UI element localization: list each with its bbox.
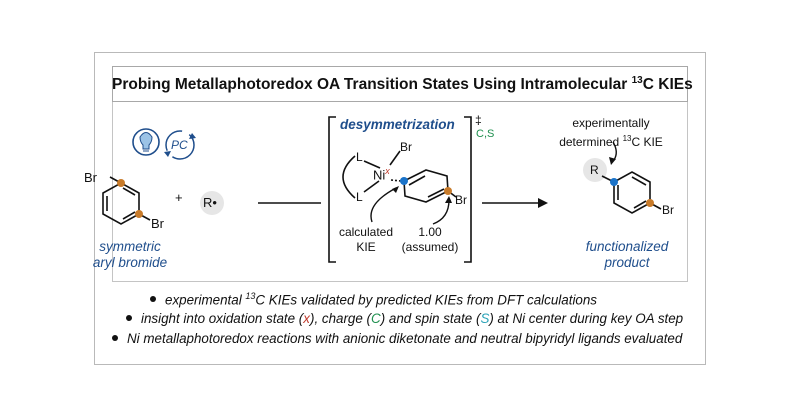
pc-label: PC [171,138,188,152]
product-caption: functionalized product [585,239,669,270]
ts-brackets [328,116,472,263]
bullet-dot [126,315,132,321]
product-br-label: Br [662,203,674,217]
charge-spin-label: C,S [476,128,495,140]
calc-kie-arrow [370,187,397,223]
ligand-top-label: L [356,150,363,164]
product-para-carbon [646,199,654,207]
product-r-label: R [590,163,599,177]
title-frame [112,66,688,102]
bullet-1: experimental 13C KIEs validated by predi… [150,291,597,307]
ts-para-carbon [444,187,452,195]
assumed-kie-label: 1.00 (assumed) [401,225,459,254]
pc-cycle-icon [164,130,196,160]
reactant-caption: symmetric aryl bromide [92,239,168,270]
product-ring [601,171,662,214]
labeled-carbon-bottom [135,210,143,218]
product-r-highlight [583,158,607,182]
ring-bromide-label: Br [455,193,467,207]
ts-aryl-ring [403,169,457,203]
kie-annotation: experimentally determined 13C KIE [559,116,663,149]
product-ipso-carbon [610,178,618,186]
calculated-kie-label: calculated KIE [338,225,394,254]
figure-title: Probing Metallaphotoredox OA Transition … [112,75,693,94]
scheme-frame [112,102,688,282]
br-top-label: Br [84,170,97,185]
nickel-label: Nix [373,166,390,183]
dibromobenzene-structure [102,176,151,225]
bullet-2: insight into oxidation state (x), charge… [126,311,683,326]
labeled-carbon-top [117,179,125,187]
lightbulb-icon [132,128,160,156]
bullet-dot [112,335,118,341]
radical-highlight [200,191,224,215]
desymmetrization-label: desymmetrization [340,117,455,132]
ligand-arc [342,155,356,199]
bullet-3: Ni metallaphotoredox reactions with anio… [112,331,682,346]
ni-bromide-label: Br [400,140,412,154]
assumed-kie-arrow [432,199,450,225]
ligand-bottom-label: L [356,190,363,204]
br-bottom-label: Br [151,216,164,231]
ts-ipso-carbon [400,177,408,185]
plus-sign: + [175,190,183,205]
bullet-dot [150,296,156,303]
outer-frame [94,52,706,365]
ts-dagger: ‡ [475,113,482,127]
radical-label: R• [203,195,217,210]
